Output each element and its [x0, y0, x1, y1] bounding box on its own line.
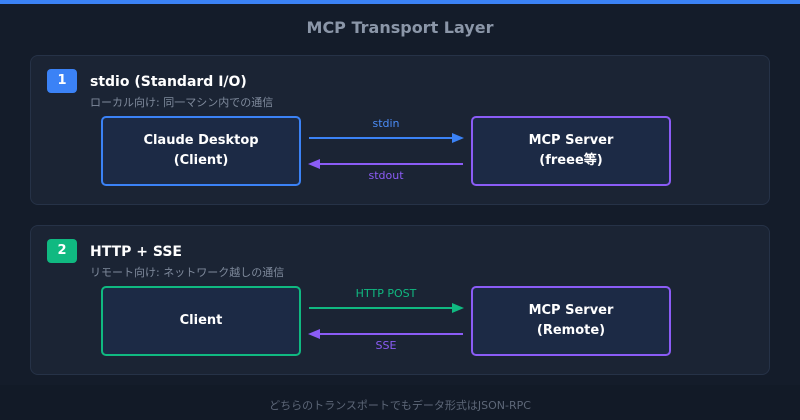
section-number-badge: 2: [47, 239, 77, 263]
stdout-label: stdout: [368, 169, 404, 182]
box-label-line2: (freee等): [539, 153, 603, 168]
diagram-title: MCP Transport Layer: [306, 18, 494, 37]
section-title: stdio (Standard I/O): [90, 74, 247, 90]
forward-arrow-head: [452, 133, 464, 143]
section-subtitle: リモート向け: ネットワーク越しの通信: [90, 266, 285, 279]
section-title: HTTP + SSE: [90, 244, 182, 260]
footer-note: どちらのトランスポートでもデータ形式はJSON-RPC: [269, 399, 531, 412]
box-label-line2: (Remote): [536, 323, 606, 338]
client-box: Client: [101, 286, 301, 356]
box-label-line1: MCP Server: [528, 133, 614, 148]
stdio-panel: 1 stdio (Standard I/O) ローカル向け: 同一マシン内での通…: [30, 55, 770, 205]
http-sse-panel: 2 HTTP + SSE リモート向け: ネットワーク越しの通信 Client …: [30, 225, 770, 375]
box-label-line1: MCP Server: [528, 303, 614, 318]
back-arrow-head: [308, 159, 320, 169]
box-label-line1: Client: [179, 313, 223, 328]
footer-band: [0, 385, 800, 420]
stdin-label: stdin: [372, 117, 400, 130]
mcp-server-freee-box: MCP Server (freee等): [471, 116, 671, 186]
claude-desktop-client-box: Claude Desktop (Client): [101, 116, 301, 186]
top-accent-bar: [0, 0, 800, 4]
box-label-line1: Claude Desktop: [143, 133, 259, 148]
section-subtitle: ローカル向け: 同一マシン内での通信: [90, 96, 274, 109]
mcp-server-remote-box: MCP Server (Remote): [471, 286, 671, 356]
section-number-badge: 1: [47, 69, 77, 93]
sse-label: SSE: [375, 339, 397, 352]
stdio-arrows: [308, 133, 464, 169]
box-label-line2: (Client): [173, 153, 229, 168]
http-post-label: HTTP POST: [355, 287, 417, 300]
http-sse-arrows: [308, 303, 464, 339]
forward-arrow-head: [452, 303, 464, 313]
back-arrow-head: [308, 329, 320, 339]
